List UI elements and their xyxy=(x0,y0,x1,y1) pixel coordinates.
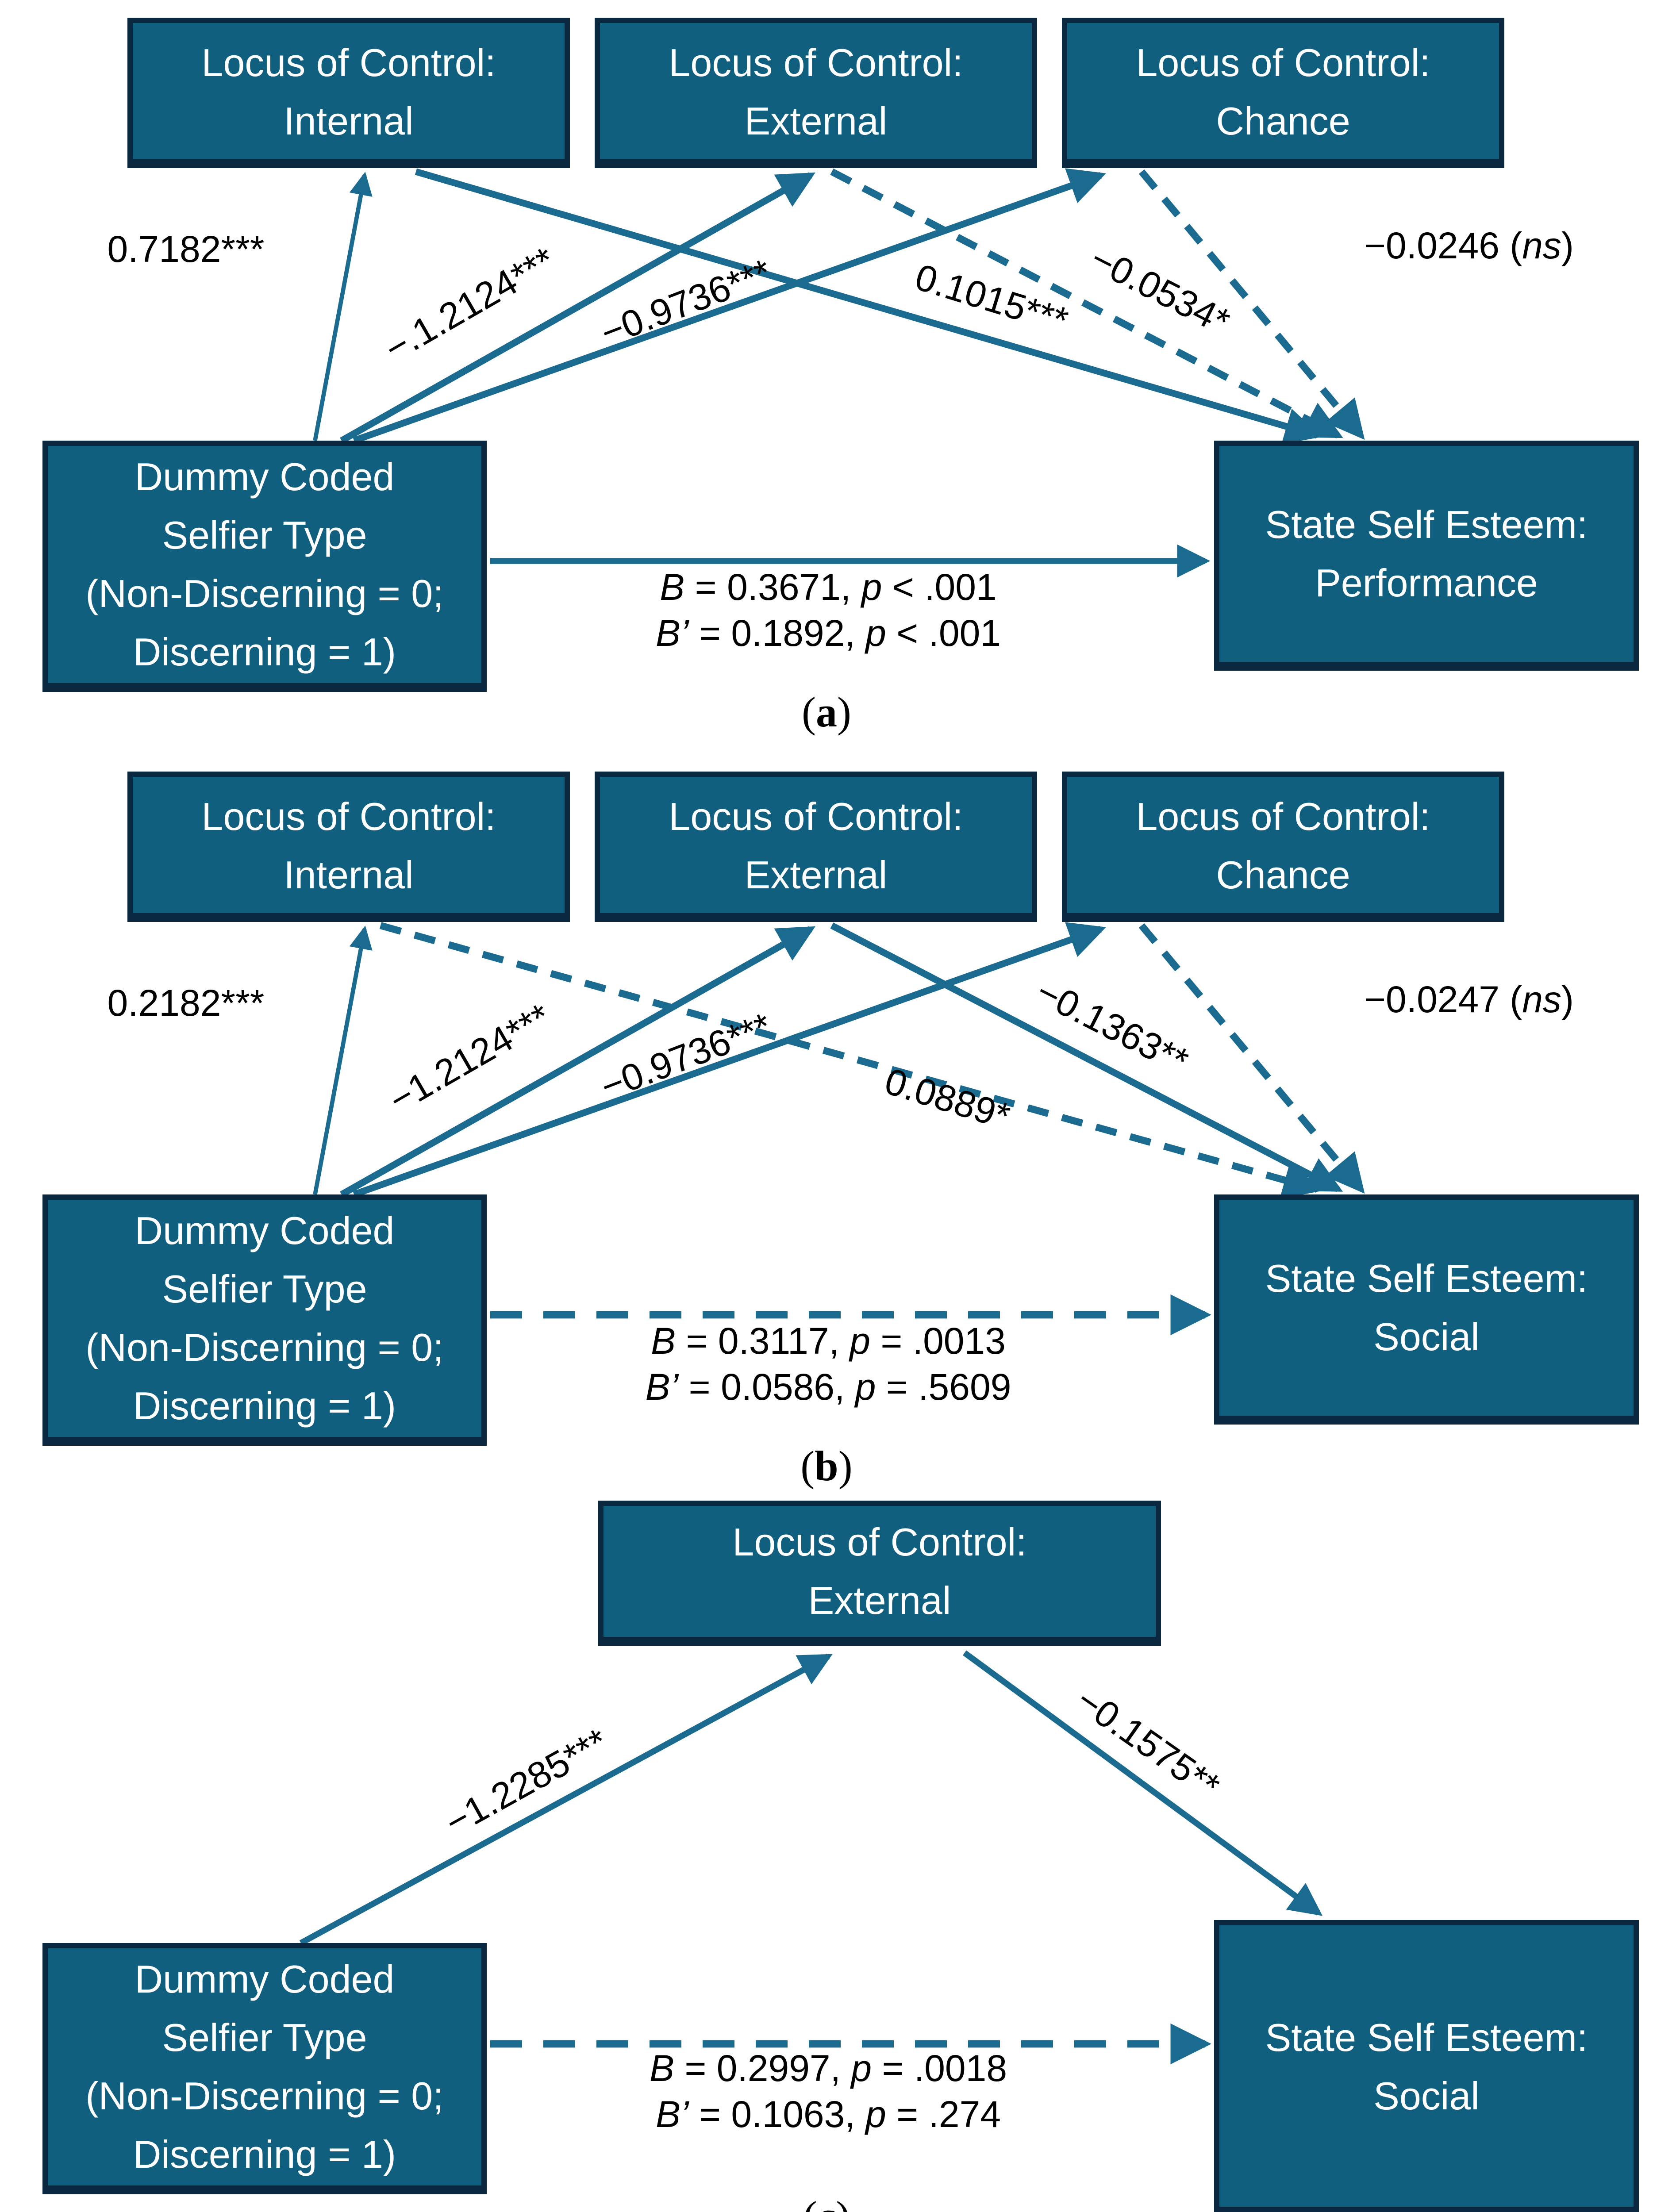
box-c-predictor-line2: Selfier Type xyxy=(162,2016,367,2060)
box-b-mediator-chance-line2: Chance xyxy=(1216,852,1350,896)
arrow-b-external-to-social xyxy=(830,922,1343,1192)
arrow-a-chance-to-performance-dashed xyxy=(1138,169,1365,440)
box-a-mediator-internal-line1: Locus of Control: xyxy=(201,40,496,84)
stat-c-direct-line1: B = 0.2997, p = .0018 xyxy=(649,2049,1007,2090)
box-b-predictor-line2: Selfier Type xyxy=(162,1267,367,1311)
box-a-mediator-chance-line2: Chance xyxy=(1216,98,1350,142)
panel-a-arrows xyxy=(313,168,1365,578)
box-a-mediator-external: Locus of Control: External xyxy=(595,18,1037,168)
box-a-outcome-line1: State Self Esteem: xyxy=(1265,503,1588,547)
stat-a-direct-line1: B = 0.3671, p < .001 xyxy=(660,568,997,609)
box-b-outcome-line1: State Self Esteem: xyxy=(1265,1256,1588,1301)
box-b-predictor: Dummy Coded Selfier Type (Non-Discerning… xyxy=(42,1194,487,1446)
box-c-mediator-external-line1: Locus of Control: xyxy=(732,1520,1027,1564)
box-c-outcome-social: State Self Esteem: Social xyxy=(1214,1920,1639,2212)
box-a-mediator-chance-line1: Locus of Control: xyxy=(1136,40,1430,84)
caption-panel-b: (b) xyxy=(800,1445,853,1491)
arrow-b-dummy-to-external xyxy=(340,926,815,1198)
box-a-mediator-external-line1: Locus of Control: xyxy=(669,40,963,84)
box-b-mediator-internal-line1: Locus of Control: xyxy=(201,794,496,838)
box-a-outcome-performance: State Self Esteem: Performance xyxy=(1214,441,1639,671)
arrow-a-internal-to-performance xyxy=(415,168,1322,445)
stat-b-direct-line2: B’ = 0.0586, p = .5609 xyxy=(645,1368,1011,1409)
box-b-mediator-internal-line2: Internal xyxy=(284,852,414,896)
arrow-c-dummy-to-external xyxy=(299,1654,833,1946)
box-c-outcome-line1: State Self Esteem: xyxy=(1265,2015,1588,2059)
arrow-a-dummy-to-internal xyxy=(313,172,373,441)
arrow-b-dummy-to-chance xyxy=(353,922,1106,1198)
arrow-b-internal-to-social-dashed xyxy=(379,922,1322,1199)
box-c-predictor-line3: (Non-Discerning = 0; xyxy=(85,2074,444,2118)
box-a-predictor: Dummy Coded Selfier Type (Non-Discerning… xyxy=(42,441,487,692)
box-b-mediator-internal: Locus of Control: Internal xyxy=(127,772,570,922)
box-c-predictor-line4: Discerning = 1) xyxy=(133,2132,396,2177)
box-b-mediator-chance-line1: Locus of Control: xyxy=(1136,794,1430,838)
box-b-predictor-line3: (Non-Discerning = 0; xyxy=(85,1325,444,1370)
caption-panel-c: (c) xyxy=(803,2195,850,2212)
box-b-predictor-line1: Dummy Coded xyxy=(135,1209,395,1253)
arrow-a-external-to-performance-dashed xyxy=(830,168,1343,439)
box-b-predictor-line4: Discerning = 1) xyxy=(133,1384,396,1428)
box-c-outcome-line2: Social xyxy=(1373,2073,1480,2117)
box-a-predictor-line4: Discerning = 1) xyxy=(133,630,396,674)
stat-c-direct-line2: B’ = 0.1063, p = .274 xyxy=(655,2095,1001,2136)
box-a-mediator-external-line2: External xyxy=(744,98,888,142)
box-b-mediator-external-line1: Locus of Control: xyxy=(669,794,963,838)
stat-b-direct-line1: B = 0.3117, p = .0013 xyxy=(651,1322,1006,1363)
stat-a-direct-line2: B’ = 0.1892, p < .001 xyxy=(655,614,1001,655)
box-a-predictor-line1: Dummy Coded xyxy=(135,455,395,499)
box-a-outcome-line2: Performance xyxy=(1315,561,1538,605)
box-a-mediator-chance: Locus of Control: Chance xyxy=(1062,18,1504,168)
box-b-outcome-line2: Social xyxy=(1373,1315,1480,1359)
arrow-b-chance-to-social-dashed xyxy=(1138,923,1365,1194)
coef-b-dummy-internal: 0.2182*** xyxy=(107,984,265,1025)
box-c-predictor-line1: Dummy Coded xyxy=(135,1957,395,2001)
box-a-mediator-internal: Locus of Control: Internal xyxy=(127,18,570,168)
box-c-mediator-external-line2: External xyxy=(808,1578,951,1623)
arrow-c-external-to-social xyxy=(962,1650,1323,1916)
panel-c-arrows xyxy=(299,1650,1323,2065)
arrow-a-dummy-to-external xyxy=(340,172,815,444)
coef-b-chance-social: −0.0247 (ns) xyxy=(1364,980,1574,1021)
box-c-predictor: Dummy Coded Selfier Type (Non-Discerning… xyxy=(42,1943,487,2194)
arrow-b-dummy-to-internal xyxy=(313,926,373,1195)
panel-b-arrows xyxy=(313,922,1365,1336)
arrow-a-dummy-to-chance xyxy=(353,168,1106,444)
coef-a-chance-performance: −0.0246 (ns) xyxy=(1364,227,1574,267)
box-b-mediator-external-line2: External xyxy=(744,852,888,896)
box-b-mediator-external: Locus of Control: External xyxy=(595,772,1037,922)
caption-panel-a: (a) xyxy=(802,691,851,737)
box-b-mediator-chance: Locus of Control: Chance xyxy=(1062,772,1504,922)
box-a-mediator-internal-line2: Internal xyxy=(284,98,414,142)
box-a-predictor-line2: Selfier Type xyxy=(162,513,367,557)
box-b-outcome-social: State Self Esteem: Social xyxy=(1214,1194,1639,1425)
box-a-predictor-line3: (Non-Discerning = 0; xyxy=(85,572,444,616)
coef-a-dummy-internal: 0.7182*** xyxy=(107,230,265,271)
box-c-mediator-external: Locus of Control: External xyxy=(598,1501,1161,1646)
